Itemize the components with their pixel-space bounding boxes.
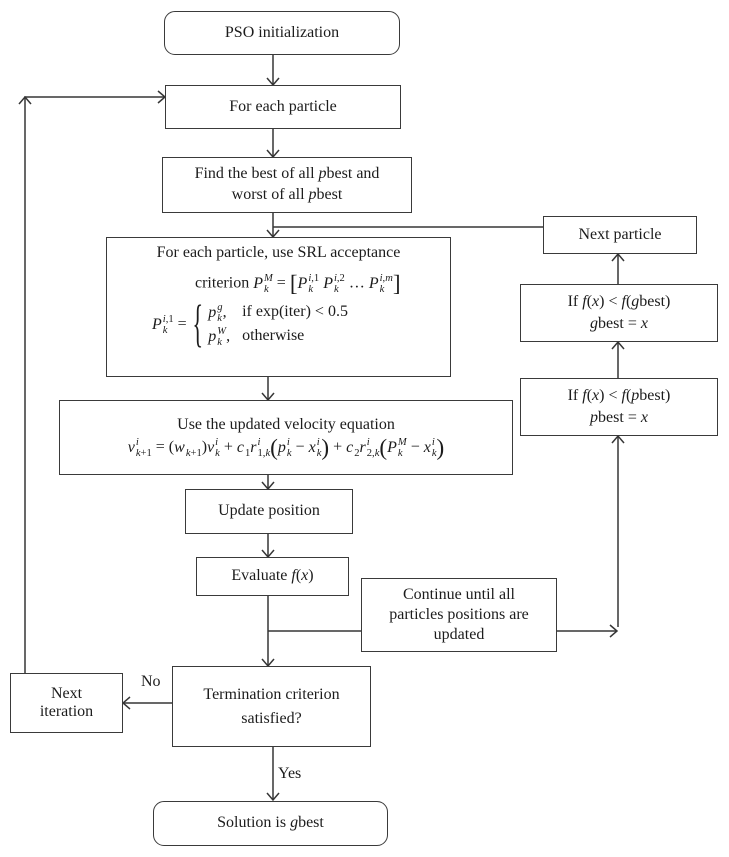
math-symbol: p [631,386,640,404]
math-symbol: f [621,386,626,404]
edge-nextiteration-to-foreach [24,96,165,673]
node-text-line: Continue until all [403,586,515,603]
node-text-line: PSO initialization [224,23,340,41]
node-text-line: If f(x) < f(gbest) [567,292,671,310]
math-symbol: c1 [236,439,251,459]
cases-brace: { [192,296,203,354]
math-symbol: f [582,292,587,310]
node-if-gbest: If f(x) < f(gbest) gbest = x [520,284,718,342]
node-continue-until-updated: Continue until all particles positions ar… [361,578,557,652]
math-symbol: g [290,814,299,832]
node-evaluate-fx: Evaluate f(x) [196,557,349,596]
node-text-line: If f(x) < f(pbest) [567,386,671,404]
node-text-line: Next [50,684,83,702]
node-text-line: gbest = x [590,315,648,332]
math-symbol: f [582,386,587,404]
math-symbol: x [592,386,600,404]
math-symbol: x [640,315,648,332]
math-symbol: x [301,567,309,585]
node-pso-initialization: PSO initialization [164,11,400,55]
node-find-best-worst-pbest: Find the best of all pbest and worst of a… [162,157,412,213]
arrowhead-up-icon [611,434,625,444]
node-text-line: Termination criterion [203,685,340,703]
math-symbol: c2 [346,439,360,459]
node-text-line: For each particle [229,97,337,115]
node-next-particle: Next particle [543,216,697,254]
node-text-line: worst of all pbest [231,186,343,203]
node-termination-criterion: Termination criterion satisfied? [172,666,371,747]
math-symbol: g [590,315,599,332]
node-text-line: iteration [39,703,94,720]
node-if-pbest: If f(x) < f(pbest) pbest = x [520,378,718,436]
math-symbol: x [592,292,600,310]
node-text-line: satisfied? [241,709,302,727]
math-delimiter: ] [392,270,401,297]
node-text-line: pbest = x [590,409,648,426]
node-text-line: Solution is gbest [217,814,324,832]
node-text-line: Update position [218,502,320,520]
math-delimiter: [ [289,270,298,297]
math-symbol: p [590,409,599,426]
node-srl-acceptance: For each particle, use SRL acceptance cr… [106,237,451,377]
node-text-line: Find the best of all pbest and [194,165,380,183]
arrowhead-up-icon [18,95,32,105]
math-symbol: x [640,409,648,426]
case-1-condition: if exp(iter) < 0.5 [242,303,348,320]
velocity-line-1: Use the updated velocity equation [177,415,395,433]
arrowhead-up-icon [611,252,625,262]
math-delimiter: ) [436,434,445,461]
math-symbol: p [308,186,317,203]
arrowhead-right-icon [609,624,619,638]
arrowhead-down-icon [266,792,280,802]
edge-label-no: No [141,673,161,690]
node-text-line: Next particle [578,225,662,243]
node-text-line: particles positions are [389,606,529,623]
math-symbol: f [621,292,626,310]
node-update-position: Update position [185,489,353,534]
srl-line-1: For each particle, use SRL acceptance [156,244,401,261]
node-for-each-particle: For each particle [165,85,401,129]
node-text-line: Evaluate f(x) [231,567,314,585]
node-solution-gbest: Solution is gbest [153,801,388,846]
case-2-condition: otherwise [242,327,305,345]
arrowhead-left-icon [121,696,131,710]
math-symbol: f [291,567,296,585]
math-delimiter: ( [270,434,278,461]
arrowhead-up-icon [611,340,625,350]
edge-label-yes: Yes [278,765,302,782]
math-symbol: p [318,165,327,183]
math-symbol: wk+1 [174,439,202,459]
node-text-line: updated [433,626,485,643]
math-delimiter: ( [379,434,388,461]
math-symbol: g [631,292,640,310]
math-delimiter: ) [321,434,330,461]
